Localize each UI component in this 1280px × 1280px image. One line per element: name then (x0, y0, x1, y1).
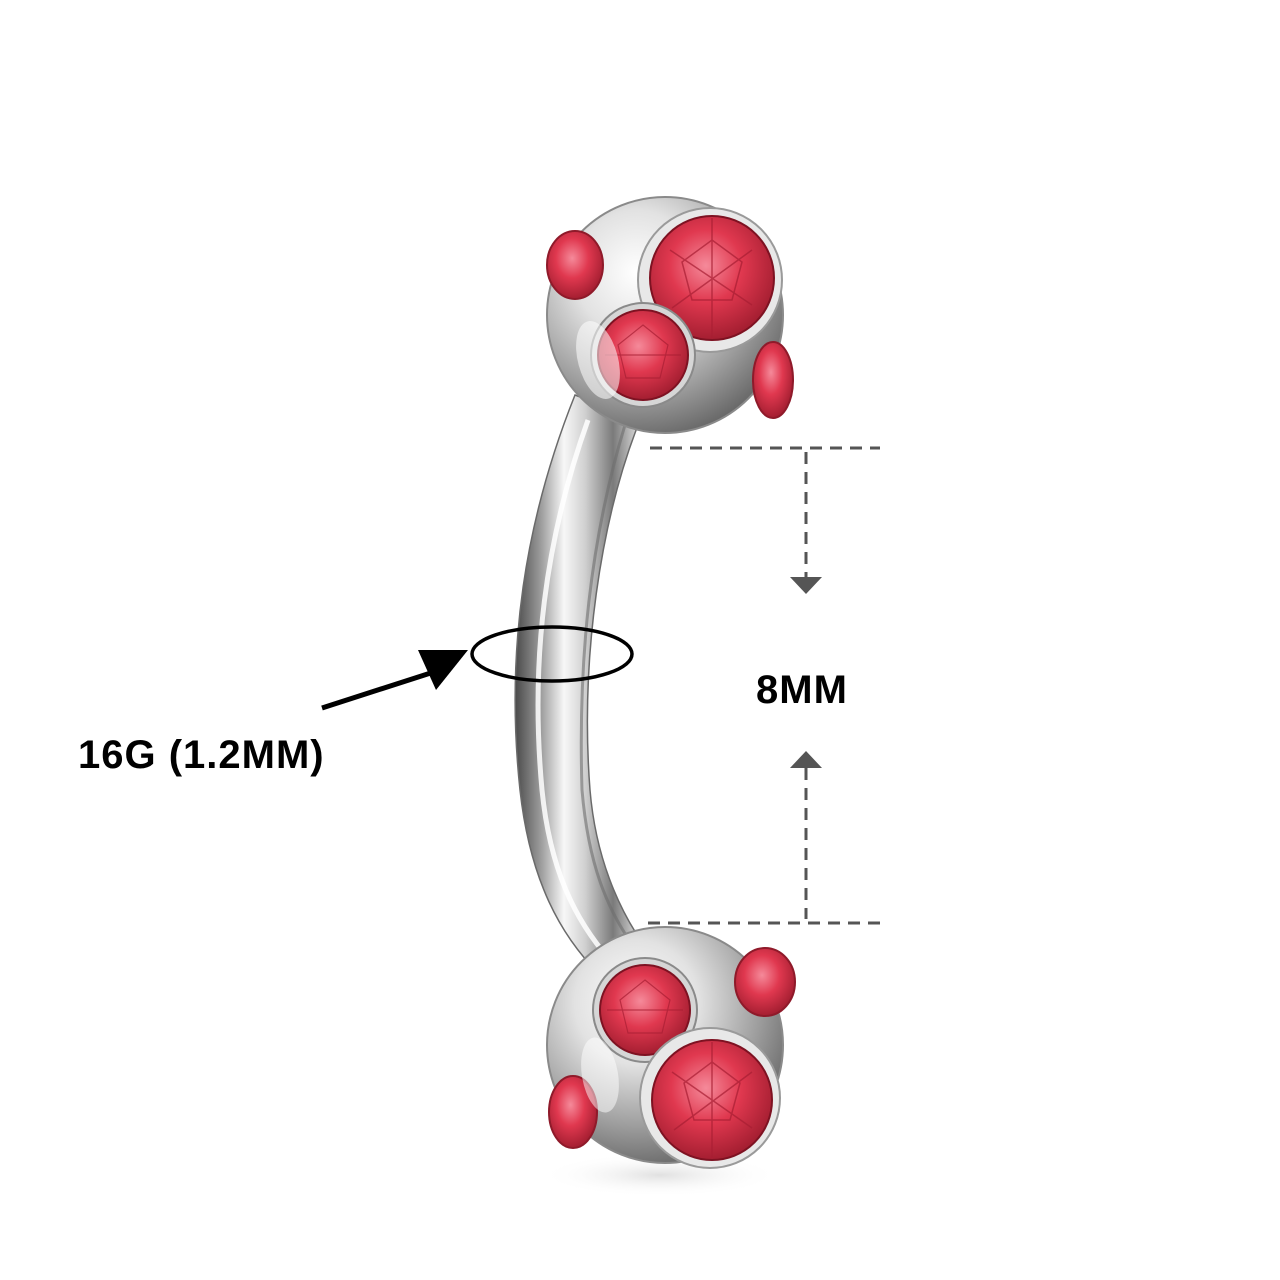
bottom-ball-highlight (581, 1037, 619, 1113)
gauge-arrow-head (418, 650, 468, 690)
bottom-ball-gem-right (734, 947, 796, 1017)
rod-highlight (535, 419, 612, 962)
length-label: 8MM (756, 668, 848, 712)
gauge-arrow-line (321, 667, 441, 711)
gauge-label: 16G (1.2MM) (78, 733, 325, 777)
length-dimension (648, 446, 880, 925)
dimension-down-arrowhead (790, 577, 822, 594)
bottom-ball-gem-left (548, 1075, 598, 1149)
top-ball-gem-right (752, 341, 794, 419)
gauge-ring (470, 625, 634, 683)
rod-shadow-line (579, 424, 642, 956)
top-ball-highlight (576, 321, 620, 399)
top-ball-group (546, 196, 794, 434)
dimension-up-arrowhead (790, 751, 822, 768)
top-ball-gem-left (546, 230, 604, 300)
bottom-ball-group (546, 926, 796, 1169)
